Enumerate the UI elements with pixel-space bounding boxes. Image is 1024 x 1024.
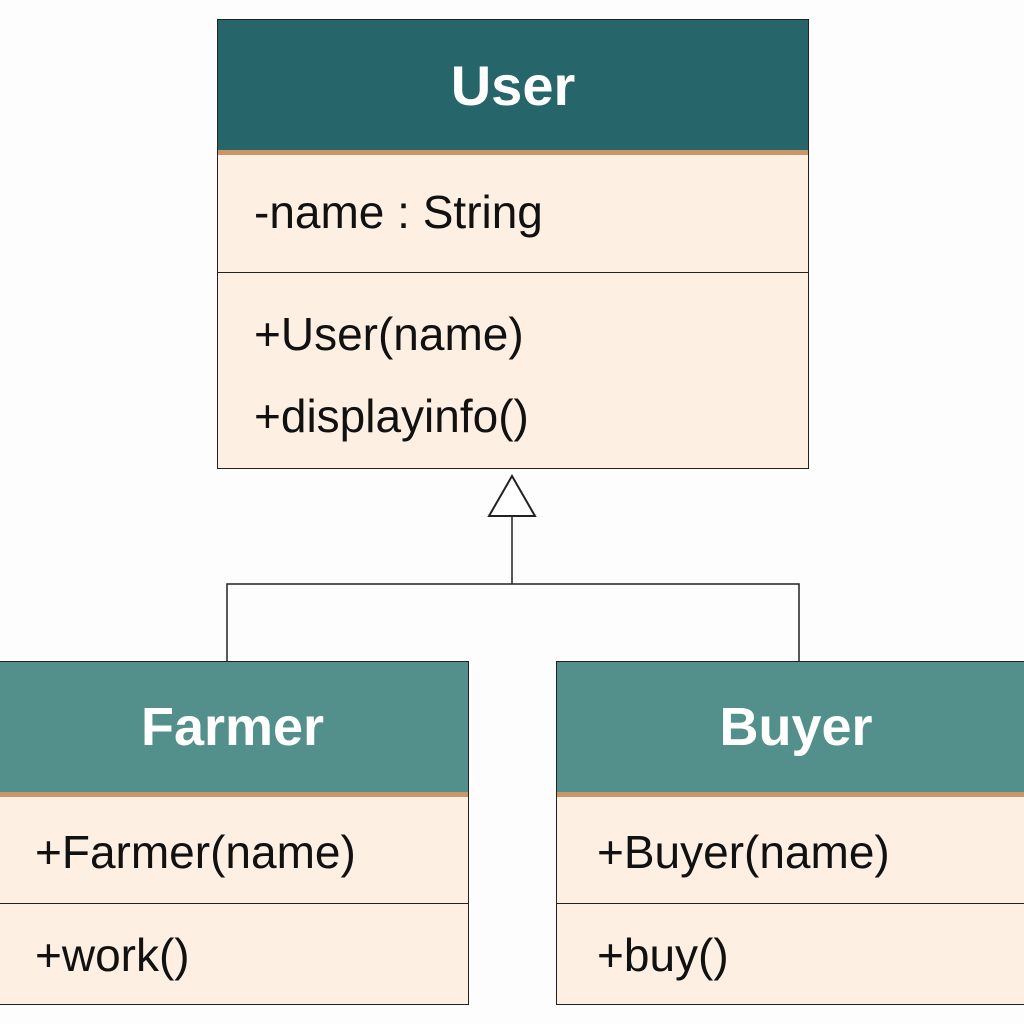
user-class-box: User -name : String +User(name) +display… — [217, 19, 809, 469]
user-attributes: -name : String — [218, 155, 808, 272]
user-attribute-name: -name : String — [254, 186, 543, 238]
user-method-displayinfo: +displayinfo() — [254, 390, 529, 442]
farmer-methods: +work() — [0, 903, 468, 982]
farmer-constructor: +Farmer(name) — [35, 826, 356, 878]
user-methods: +User(name) +displayinfo() — [218, 272, 808, 471]
farmer-class-box: Farmer +Farmer(name) +work() — [0, 661, 469, 1005]
user-method-constructor: +User(name) — [254, 308, 524, 360]
farmer-class-name: Farmer — [0, 662, 468, 797]
buyer-class-name: Buyer — [557, 662, 1024, 797]
farmer-constructor-section: +Farmer(name) — [0, 797, 468, 903]
buyer-constructor: +Buyer(name) — [597, 826, 890, 878]
user-class-name: User — [218, 20, 808, 155]
buyer-constructor-section: +Buyer(name) — [557, 797, 1024, 903]
inheritance-line — [226, 583, 800, 661]
buyer-method-buy: +buy() — [597, 929, 729, 981]
generalization-arrowhead-icon — [487, 473, 537, 517]
buyer-class-box: Buyer +Buyer(name) +buy() — [556, 661, 1024, 1005]
farmer-method-work: +work() — [35, 929, 190, 981]
buyer-methods: +buy() — [557, 903, 1024, 982]
